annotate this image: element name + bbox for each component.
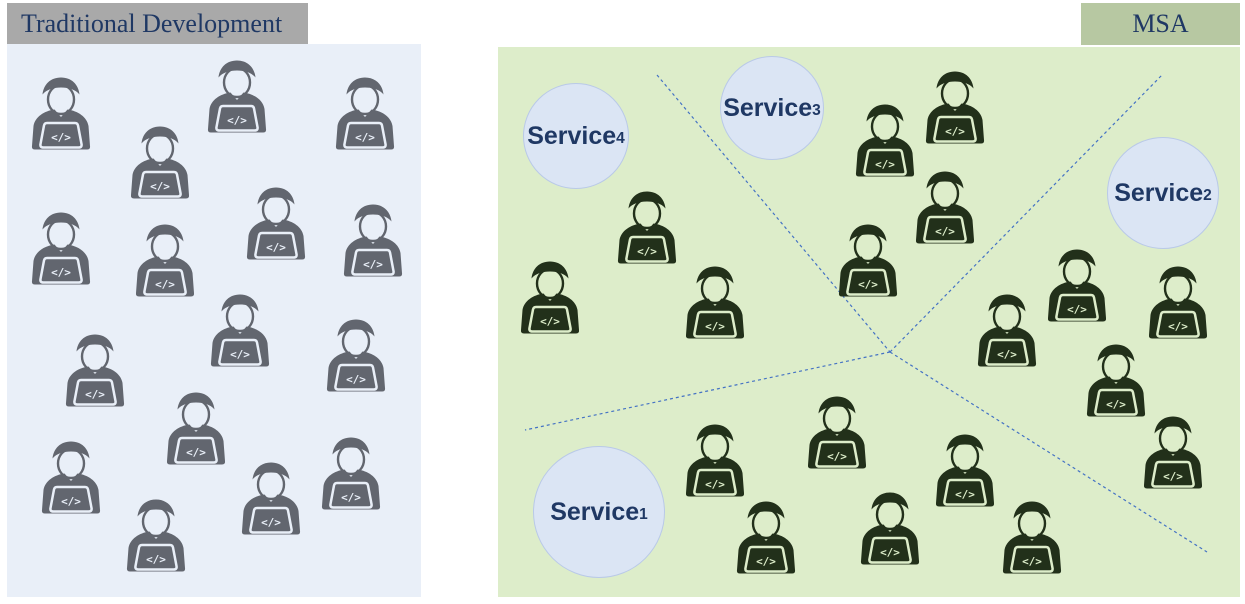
developer-icon: </> [838,223,898,297]
svg-text:</>: </> [1022,555,1042,568]
service-label: Service [550,497,640,526]
developer-icon: </> [41,440,101,514]
service-label: Service [723,93,813,122]
developer-icon: </> [65,333,125,407]
svg-text:</>: </> [945,125,965,138]
developer-icon: </> [935,433,995,507]
svg-text:</>: </> [155,278,175,291]
svg-text:</>: </> [61,495,81,508]
service-label: Service [1114,178,1204,207]
svg-text:</>: </> [51,266,71,279]
developer-icon: </> [210,293,270,367]
svg-text:</>: </> [997,348,1017,361]
developer-icon: </> [1047,248,1107,322]
developer-icon: </> [241,461,301,535]
developer-icon: </> [520,260,580,334]
service-boundary-lines [524,74,1208,553]
developer-icon: </> [855,103,915,177]
svg-text:</>: </> [756,555,776,568]
developer-icon: </> [736,500,796,574]
traditional-development-title: Traditional Development [21,8,283,38]
developer-icon: </> [915,170,975,244]
svg-text:</>: </> [705,478,725,491]
service-boundary-line [889,351,1208,553]
msa-title: MSA [1132,9,1189,38]
msa-header: MSA [1081,3,1240,45]
developer-icon: </> [860,491,920,565]
developer-icon: </> [321,436,381,510]
developer-icon: </> [126,498,186,572]
developer-icon: </> [1002,500,1062,574]
developer-icon: </> [130,125,190,199]
svg-text:</>: </> [875,158,895,171]
svg-text:</>: </> [1168,320,1188,333]
service-boundary-line [524,351,891,431]
developer-icon: </> [31,76,91,150]
developer-icon: </> [977,293,1037,367]
developer-icon: </> [246,186,306,260]
developer-icon: </> [31,211,91,285]
developer-icon: </> [166,391,226,465]
svg-text:</>: </> [1106,398,1126,411]
service-boundary-line [889,74,1163,353]
svg-text:</>: </> [186,446,206,459]
svg-text:</>: </> [266,241,286,254]
svg-text:</>: </> [230,348,250,361]
developer-icon: </> [1143,415,1203,489]
developer-icon: </> [135,223,195,297]
developer-icon: </> [1086,343,1146,417]
developer-icon: </> [685,423,745,497]
svg-text:</>: </> [51,131,71,144]
svg-text:</>: </> [880,546,900,559]
developer-icon: </> [925,70,985,144]
svg-text:</>: </> [955,488,975,501]
developer-icon: </> [685,265,745,339]
svg-text:</>: </> [705,320,725,333]
developer-icon: </> [617,190,677,264]
svg-text:</>: </> [227,114,247,127]
service-boundary-line [656,74,891,353]
developer-icon: </> [1148,265,1208,339]
svg-text:</>: </> [827,450,847,463]
developer-icon: </> [335,76,395,150]
svg-text:</>: </> [346,373,366,386]
svg-text:</>: </> [146,553,166,566]
svg-text:</>: </> [341,491,361,504]
svg-text:</>: </> [858,278,878,291]
svg-text:</>: </> [1067,303,1087,316]
svg-text:</>: </> [363,258,383,271]
svg-text:</>: </> [261,516,281,529]
svg-text:</>: </> [637,245,657,258]
svg-text:</>: </> [1163,470,1183,483]
svg-text:</>: </> [85,388,105,401]
svg-text:</>: </> [540,315,560,328]
developer-icon: </> [326,318,386,392]
svg-text:</>: </> [150,180,170,193]
developer-icon: </> [807,395,867,469]
traditional-development-panel: </> </> </> </> </> </> </> </> </> </> </> </> </> <… [7,44,421,597]
svg-text:</>: </> [935,225,955,238]
service-label: Service [527,121,617,150]
traditional-development-header: Traditional Development [7,3,308,44]
svg-text:</>: </> [355,131,375,144]
developer-icon: </> [343,203,403,277]
developer-icon: </> [207,59,267,133]
